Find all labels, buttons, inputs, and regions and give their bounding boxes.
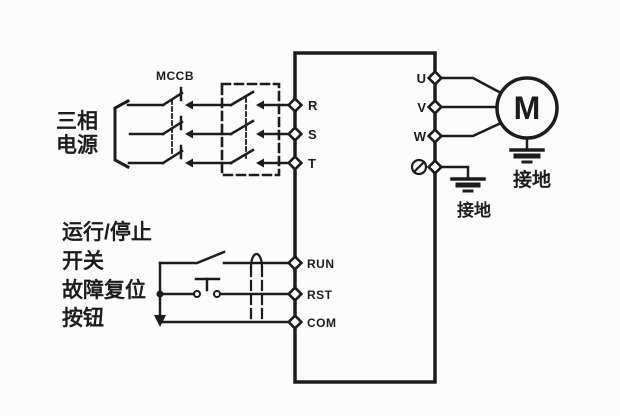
terminal-U xyxy=(426,69,444,87)
motor-ground-symbol xyxy=(509,136,545,164)
push-button-contact-right xyxy=(213,290,221,298)
power-source-bracket xyxy=(113,98,131,170)
control-caption-line1: 运行/停止 xyxy=(62,220,152,244)
terminal-label-RUN: RUN xyxy=(307,257,335,271)
shielded-cable-arc xyxy=(249,252,264,269)
contactor-box xyxy=(220,82,281,177)
run-stop-switch-blade xyxy=(195,250,226,265)
terminal-COM xyxy=(286,313,304,331)
terminals xyxy=(286,69,444,331)
terminal-RUN xyxy=(286,254,304,272)
mccb-arrow-t xyxy=(185,158,193,168)
terminal-T xyxy=(286,154,304,172)
mccb-arrow-r xyxy=(185,100,193,110)
terminal-label-S: S xyxy=(308,127,317,142)
phase-t-wiring xyxy=(127,144,295,168)
control-caption-line4: 按钮 xyxy=(62,306,104,330)
motor-label: M xyxy=(514,90,541,126)
control-caption-line3: 故障复位 xyxy=(62,278,146,302)
terminal-label-COM: COM xyxy=(307,316,337,330)
terminal-label-U: U xyxy=(417,71,426,86)
terminal-R xyxy=(286,96,304,114)
mccb-arrow-s xyxy=(185,129,193,139)
mccb-blade-t xyxy=(161,149,184,165)
terminal-label-R: R xyxy=(308,98,318,113)
contactor-blade-s xyxy=(229,119,255,136)
push-button-contact-left xyxy=(193,290,201,298)
inverter-box xyxy=(293,51,437,384)
phase-s-wiring xyxy=(128,115,295,139)
terminal-V xyxy=(426,98,444,116)
control-caption-line2: 开关 xyxy=(62,249,104,273)
junction-dot xyxy=(156,290,164,298)
contactor-arrow-t xyxy=(256,158,264,168)
terminal-label-V: V xyxy=(417,100,426,115)
contactor-arrow-r xyxy=(256,100,264,110)
terminal-RST xyxy=(286,285,304,303)
shielded-cable-symbol xyxy=(249,252,264,320)
motor-wires xyxy=(439,76,503,138)
terminal-label-T: T xyxy=(308,156,316,171)
motor-ground-label: 接地 xyxy=(513,168,551,191)
terminal-W xyxy=(426,127,444,145)
contactor-blade-t xyxy=(229,148,255,165)
mccb-label: MCCB xyxy=(156,69,194,83)
contactor-arrow-s xyxy=(256,129,264,139)
inverter-ground-label: 接地 xyxy=(457,200,491,220)
inverter-ground-symbol xyxy=(439,165,486,193)
control-circuit xyxy=(154,250,295,327)
terminal-PE xyxy=(426,158,444,176)
pe-terminal-icon xyxy=(410,158,428,176)
terminal-label-W: W xyxy=(414,129,427,144)
terminal-label-RST: RST xyxy=(307,288,333,302)
terminal-S xyxy=(286,125,304,143)
power-source-label-line2: 电源 xyxy=(56,134,98,157)
phase-r-wiring xyxy=(126,86,295,110)
mccb-blade-r xyxy=(161,91,184,107)
power-source-label-line1: 三相 xyxy=(56,109,98,133)
contactor-blade-r xyxy=(229,90,255,107)
